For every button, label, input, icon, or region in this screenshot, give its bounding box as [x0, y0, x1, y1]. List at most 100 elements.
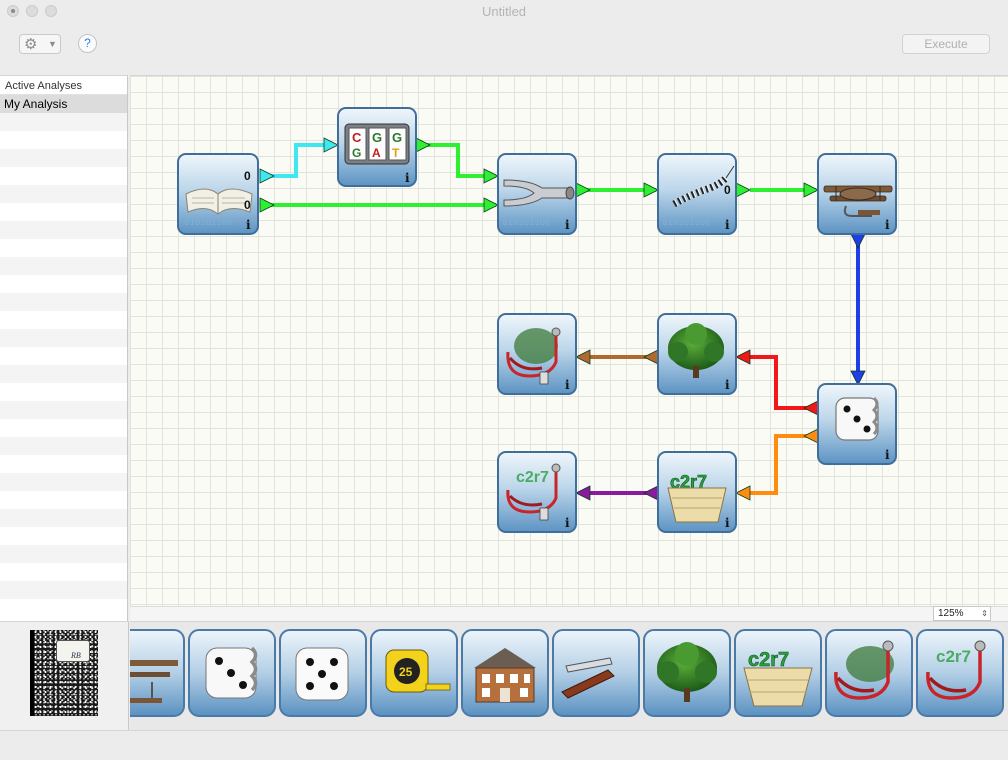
info-icon[interactable]: i — [885, 218, 890, 232]
info-icon[interactable]: i — [565, 378, 570, 392]
port-in-purple[interactable] — [575, 485, 591, 501]
sidebar-empty-row — [0, 527, 127, 545]
port-in-green-3[interactable] — [643, 182, 659, 198]
sidebar-empty-row — [0, 113, 127, 131]
zoom-window-button[interactable] — [45, 5, 57, 17]
sidebar-empty-rows — [0, 113, 127, 617]
palette-item-basket[interactable]: c2r7 — [734, 629, 822, 717]
palette-item-dice[interactable] — [279, 629, 367, 717]
node-stethoscope-tree[interactable]: i — [497, 313, 577, 395]
info-icon[interactable]: i — [246, 218, 251, 232]
sidebar-empty-row — [0, 275, 127, 293]
ports — [259, 137, 866, 501]
sidebar-empty-row — [0, 419, 127, 437]
port-out-green-2[interactable] — [415, 137, 431, 153]
port-in-green-a[interactable] — [483, 168, 499, 184]
connection-green-2[interactable] — [426, 143, 496, 178]
binary-texture: 010101100 — [184, 218, 233, 228]
sidebar-empty-row — [0, 329, 127, 347]
node-sequence-simulator[interactable]: C G G G A T i — [337, 107, 417, 187]
slot-machine-icon: C G G G A T — [344, 123, 410, 165]
node-count: 0 — [724, 183, 731, 197]
connection-orange[interactable] — [746, 434, 816, 495]
port-out-brown[interactable] — [643, 349, 659, 365]
chevron-down-icon: ▼ — [48, 39, 57, 49]
port-in-green-b[interactable] — [483, 197, 499, 213]
gear-icon: ⚙ — [24, 36, 38, 53]
port-in-orange[interactable] — [735, 485, 751, 501]
sidebar-empty-row — [0, 563, 127, 581]
sidebar-empty-row — [0, 149, 127, 167]
port-out-green[interactable] — [259, 197, 275, 213]
biplane-icon — [130, 660, 178, 703]
execute-button[interactable]: Execute — [902, 34, 990, 54]
sidebar-empty-row — [0, 545, 127, 563]
action-menu-button[interactable]: ⚙ ▼ — [19, 34, 61, 54]
palette-item-house[interactable] — [461, 629, 549, 717]
info-icon[interactable]: i — [565, 218, 570, 232]
node-combine[interactable]: 010101100 i — [497, 153, 577, 235]
info-icon[interactable]: i — [565, 516, 570, 530]
house-icon — [474, 648, 536, 703]
node-basket[interactable]: c2r7 i — [657, 451, 737, 533]
node-tree[interactable]: i — [657, 313, 737, 395]
port-in-red[interactable] — [735, 349, 751, 365]
stethoscope-tree-icon — [834, 640, 894, 700]
reel-5: A — [372, 146, 381, 160]
tree-icon — [657, 642, 717, 702]
info-icon[interactable]: i — [405, 171, 410, 185]
tool-palette: 25 — [130, 621, 1008, 730]
razor-icon — [561, 657, 615, 699]
port-in-cyan[interactable] — [323, 137, 339, 153]
basket-letters: c2r7 — [748, 649, 789, 671]
zoom-select[interactable]: 125% ⇕ — [933, 606, 991, 621]
connection-red[interactable] — [746, 355, 816, 410]
composition-notebook-icon[interactable]: RB — [30, 630, 98, 716]
palette-item-tape-measure[interactable]: 25 — [370, 629, 458, 717]
reel-4: G — [352, 146, 361, 160]
port-out-green-4[interactable] — [735, 182, 751, 198]
port-in-brown[interactable] — [575, 349, 591, 365]
port-out-blue[interactable] — [850, 233, 866, 249]
help-button[interactable]: ? — [78, 34, 97, 53]
biplane-icon — [823, 185, 893, 217]
tape-label: 25 — [399, 665, 413, 679]
port-out-orange[interactable] — [803, 428, 819, 444]
canvas-horizontal-scrollbar[interactable] — [130, 606, 1008, 621]
palette-item-dice-chain[interactable] — [188, 629, 276, 717]
palette-item-stethoscope-tree[interactable] — [825, 629, 913, 717]
palette-graphics: 25 — [130, 629, 1004, 717]
palette-item-biplane[interactable] — [130, 629, 185, 717]
port-out-purple[interactable] — [643, 485, 659, 501]
port-in-blue[interactable] — [850, 370, 866, 386]
node-biplane[interactable]: i — [817, 153, 897, 235]
connection-cyan[interactable] — [262, 143, 334, 178]
sidebar-item-my-analysis[interactable]: My Analysis — [0, 95, 127, 113]
sidebar-empty-row — [0, 365, 127, 383]
port-in-green-4[interactable] — [803, 182, 819, 198]
info-icon[interactable]: i — [725, 218, 730, 232]
node-read-data[interactable]: 010101100 0 0 i — [177, 153, 259, 235]
palette-item-stethoscope-basket[interactable]: c2r7 — [916, 629, 1004, 717]
info-icon[interactable]: i — [885, 448, 890, 462]
sidebar-empty-row — [0, 383, 127, 401]
port-out-red[interactable] — [803, 400, 819, 416]
reel-2: G — [372, 130, 382, 145]
basket-letters: c2r7 — [936, 647, 971, 666]
minimize-window-button[interactable] — [26, 5, 38, 17]
node-caterpillar[interactable]: 010101100 0 i — [657, 153, 737, 235]
workflow-canvas[interactable]: 010101100 0 0 i — [130, 75, 1008, 606]
close-window-button[interactable] — [7, 5, 19, 17]
port-out-cyan[interactable] — [259, 168, 275, 184]
node-stethoscope-basket[interactable]: c2r7 i — [497, 451, 577, 533]
port-out-green-3[interactable] — [575, 182, 591, 198]
info-icon[interactable]: i — [725, 516, 730, 530]
palette-item-tree[interactable] — [643, 629, 731, 717]
workflow-graph: 010101100 0 0 i — [177, 107, 897, 533]
title-bar: Untitled — [0, 0, 1008, 22]
palette-item-razor[interactable] — [552, 629, 640, 717]
node-dice[interactable]: i — [817, 383, 897, 465]
open-book-icon — [185, 188, 253, 215]
info-icon[interactable]: i — [725, 378, 730, 392]
